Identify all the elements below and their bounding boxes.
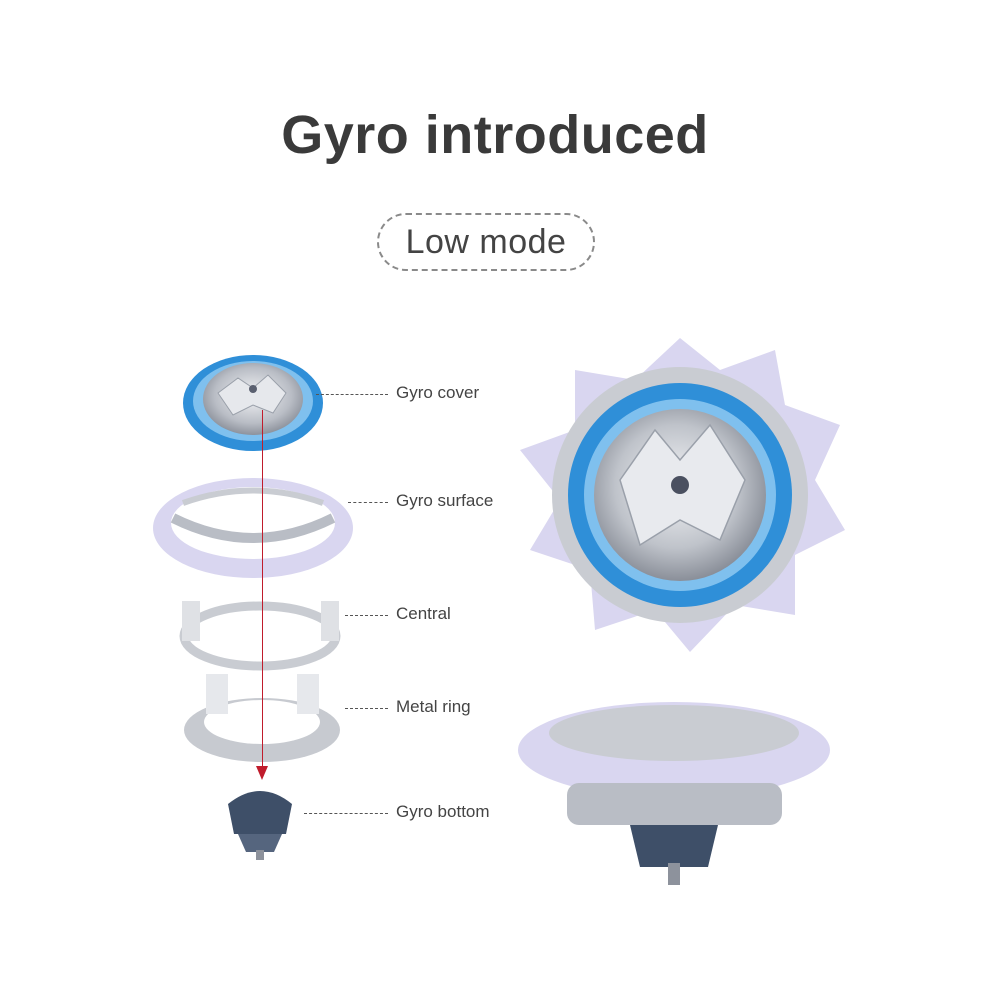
central-image xyxy=(179,601,341,671)
assembled-top-view-image xyxy=(520,338,845,652)
label-metal-ring: Metal ring xyxy=(396,697,471,716)
label-gyro-cover: Gyro cover xyxy=(396,383,480,402)
mode-badge: Low mode xyxy=(377,213,595,271)
mode-label: Low mode xyxy=(405,223,567,261)
assembly-arrow-head xyxy=(256,766,268,780)
gyro-cover-image xyxy=(183,355,323,451)
assembled-side-view-image xyxy=(518,702,830,885)
assembly-arrow xyxy=(262,410,263,770)
leader-line xyxy=(316,394,388,395)
leader-line xyxy=(304,813,388,814)
leader-line xyxy=(345,615,388,616)
gyro-bottom-image xyxy=(228,791,292,860)
label-gyro-surface: Gyro surface xyxy=(396,491,494,510)
gyro-surface-image xyxy=(153,478,353,578)
leader-line xyxy=(345,708,388,709)
label-central: Central xyxy=(396,604,451,623)
leader-line xyxy=(348,502,388,503)
page-title: Gyro introduced xyxy=(281,105,709,165)
label-gyro-bottom: Gyro bottom xyxy=(396,802,490,821)
